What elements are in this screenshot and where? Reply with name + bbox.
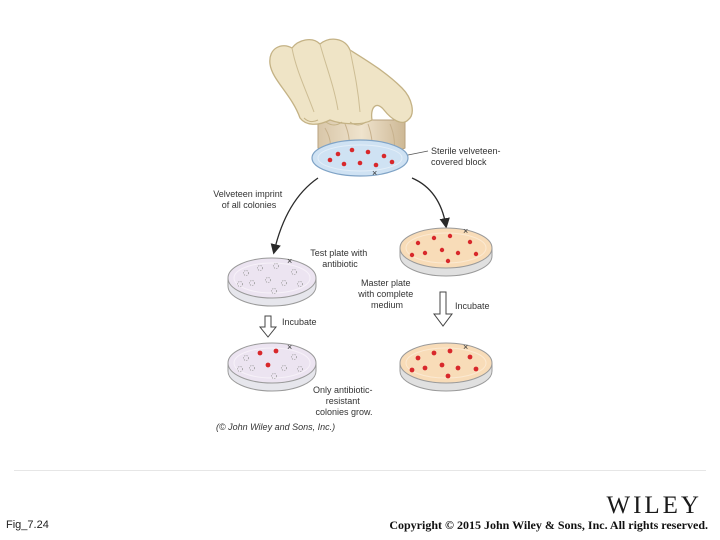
label-test-plate: Test plate with antibiotic [310,248,370,269]
test-top-imprint-spots [237,263,303,294]
incubate-arrow-left [258,315,278,338]
label-velveteen-imprint: Velveteen imprint of all colonies [213,189,285,210]
copyright-notice: Copyright © 2015 John Wiley & Sons, Inc.… [389,518,708,532]
block-orientation-mark: × [372,168,377,178]
master-bottom-colonies [409,348,479,379]
test-bottom-orientation-mark: × [287,342,292,352]
label-master-plate: Master plate with complete medium [357,278,416,310]
footer-divider [14,470,706,471]
label-incubate-right: Incubate [455,301,490,311]
master-plate-bottom: × [399,342,493,392]
figure-id: Fig_7.24 [6,519,49,531]
velveteen-face [311,139,409,177]
test-bottom-empty-spots [237,354,303,379]
gloved-hand [269,38,413,126]
block-leader-line [407,150,429,156]
velveteen-block: × [311,119,409,178]
velveteen-colonies [327,147,395,168]
master-bottom-orientation-mark: × [463,342,468,352]
test-plate-top: × [227,256,317,307]
test-top-orientation-mark: × [287,256,292,266]
master-top-orientation-mark: × [463,226,468,236]
incubate-arrow-right [433,291,453,327]
label-velveteen-block: Sterile velveteen- covered block [431,146,503,167]
replica-plating-diagram: × Sterile velveteen- covered block Velve… [213,38,503,432]
label-result: Only antibiotic- resistant colonies grow… [313,385,375,417]
publisher-logo: WILEY [606,492,702,519]
arrow-block-to-test [270,177,319,255]
master-plate-top: × [399,226,493,277]
test-bottom-resistant-colonies [257,348,279,368]
label-incubate-left: Incubate [282,317,317,327]
master-top-colonies [409,233,479,264]
figure-credit: (© John Wiley and Sons, Inc.) [216,422,335,432]
test-plate-bottom: × [227,342,317,392]
arrow-master-to-block [411,177,450,229]
